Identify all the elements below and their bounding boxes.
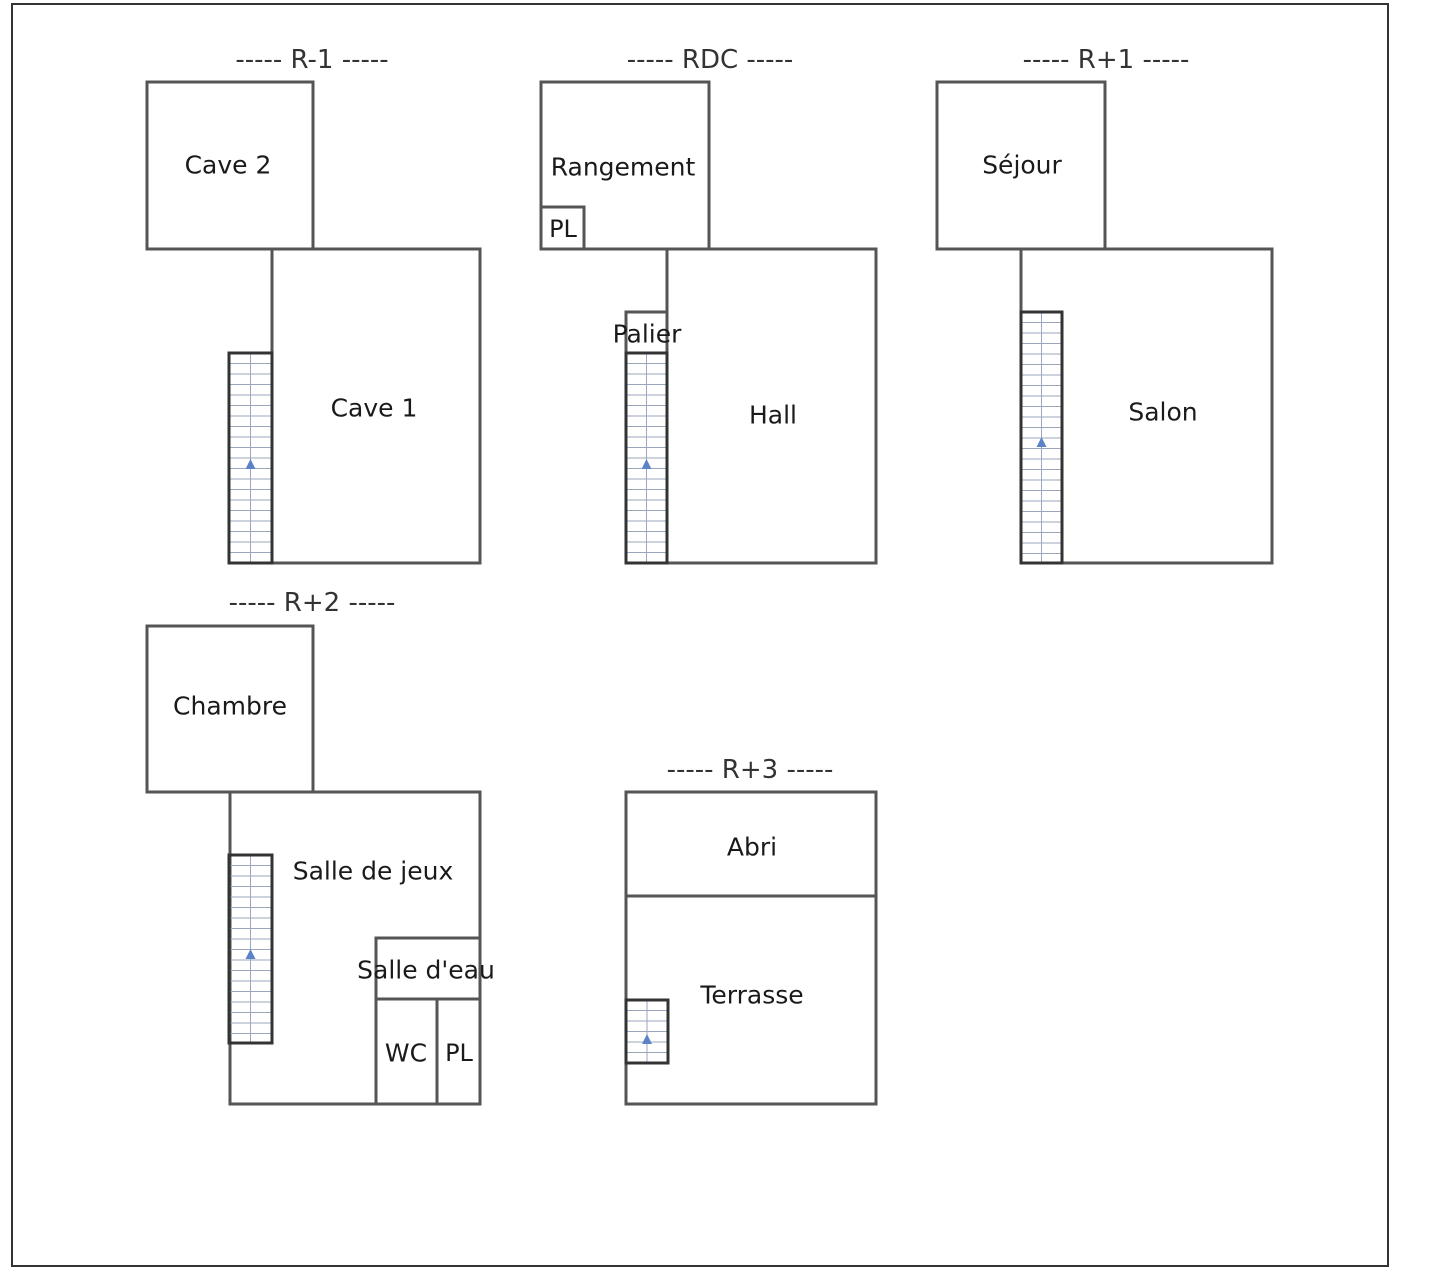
- room-label-wc: WC: [385, 1039, 427, 1068]
- floor-title-rdc: ----- RDC -----: [627, 45, 794, 75]
- floor-r-plus-3: ----- R+3 ----- Abri Terrasse: [624, 755, 878, 1106]
- staircase-rdc: [624, 351, 669, 565]
- room-salle-de-jeux: [228, 790, 482, 1106]
- floor-r-plus-1: ----- R+1 ----- Séjour Salon: [935, 45, 1274, 565]
- room-cave-2: [145, 80, 315, 251]
- floor-title-r-plus-3: ----- R+3 -----: [667, 755, 834, 785]
- room-label-abri: Abri: [727, 833, 777, 862]
- stair-outline: [227, 351, 274, 565]
- stair-up-arrow-icon: [642, 1034, 652, 1044]
- floor-title-r-plus-2: ----- R+2 -----: [229, 588, 396, 618]
- room-label-salle-deau: Salle d'eau: [357, 956, 495, 985]
- room-pl-r-plus-2: [435, 997, 482, 1106]
- floor-r-plus-2: ----- R+2 ----- Chambre Salle de jeux Sa…: [145, 588, 495, 1106]
- room-pl-rdc: [539, 205, 586, 251]
- room-label-rangement: Rangement: [551, 153, 696, 182]
- room-label-terrasse: Terrasse: [699, 981, 803, 1010]
- floor-title-r-plus-1: ----- R+1 -----: [1023, 45, 1190, 75]
- stair-outline: [624, 998, 670, 1065]
- staircase-r-plus-1: [1019, 310, 1064, 565]
- stair-outline: [1019, 310, 1064, 565]
- stair-outline: [624, 351, 669, 565]
- room-label-palier: Palier: [613, 320, 683, 349]
- room-label-sejour: Séjour: [982, 151, 1062, 180]
- room-label-cave-2: Cave 2: [185, 151, 272, 180]
- room-label-pl-r-plus-2: PL: [445, 1039, 473, 1067]
- room-rangement: [539, 80, 711, 251]
- room-label-cave-1: Cave 1: [331, 394, 418, 423]
- floor-rdc: ----- RDC ----- Rangement PL Hall Palier: [539, 45, 878, 565]
- stair-up-arrow-icon: [245, 459, 256, 469]
- floor-title-r-minus-1: ----- R-1 -----: [235, 45, 388, 75]
- stair-outline: [227, 853, 274, 1045]
- diagram-frame: [11, 3, 1389, 1267]
- staircase-r-plus-3: [624, 998, 670, 1065]
- stair-up-arrow-icon: [641, 459, 652, 469]
- room-label-hall: Hall: [749, 401, 797, 430]
- room-label-pl-rdc: PL: [549, 215, 577, 243]
- stair-up-arrow-icon: [245, 949, 256, 959]
- room-label-salon: Salon: [1128, 398, 1197, 427]
- floor-r-minus-1: ----- R-1 ----- Cave 2 Cave 1: [145, 45, 482, 565]
- room-label-salle-de-jeux: Salle de jeux: [293, 857, 454, 886]
- staircase-r-plus-2: [227, 853, 274, 1045]
- staircase-r-minus-1: [227, 351, 274, 565]
- stair-up-arrow-icon: [1036, 437, 1047, 447]
- room-label-chambre: Chambre: [173, 692, 287, 721]
